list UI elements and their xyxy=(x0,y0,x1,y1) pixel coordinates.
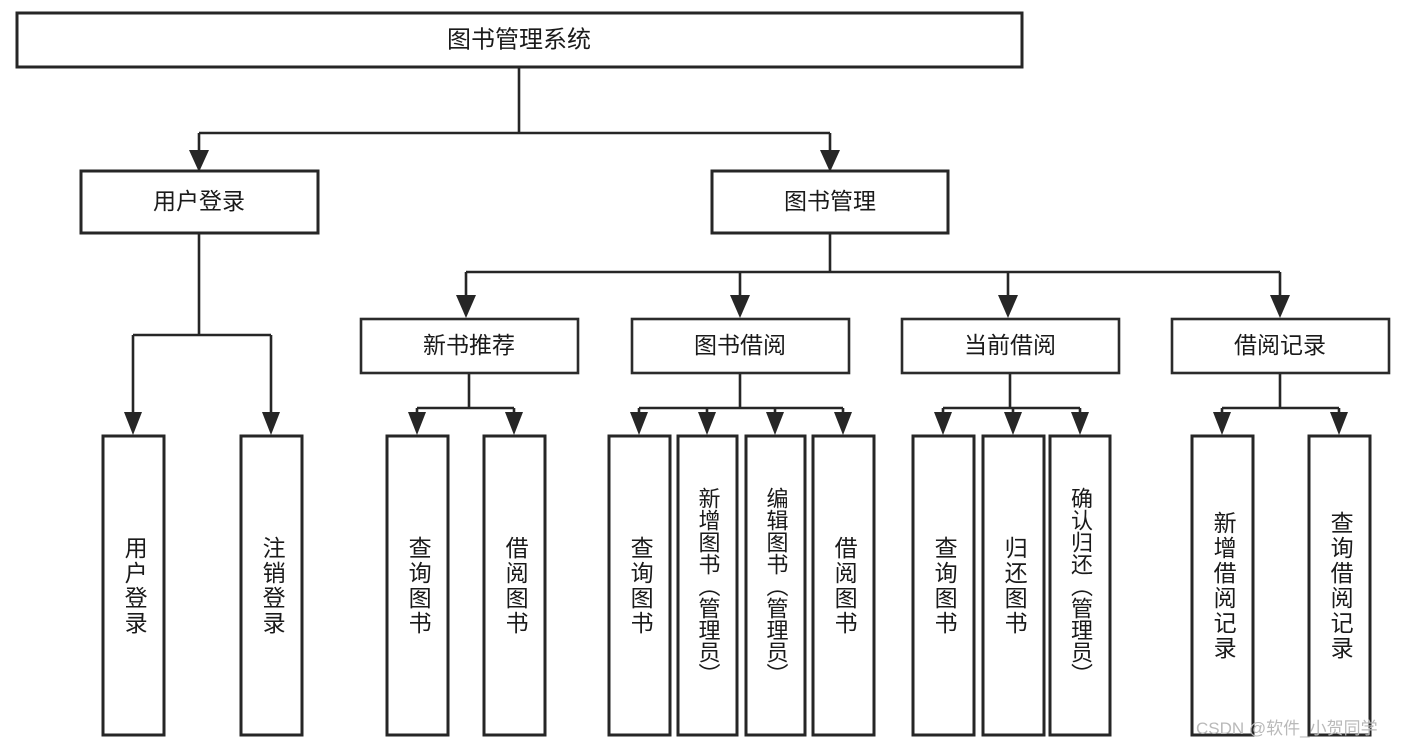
node-box-leaf-query-record[interactable] xyxy=(1307,434,1372,737)
arrowhead-new-book-rec xyxy=(456,295,476,318)
node-box-leaf-query-book-3[interactable] xyxy=(911,434,976,737)
node-label-current-borrow: 当前借阅 xyxy=(964,332,1056,358)
arrowhead-leaf-add-record xyxy=(1213,412,1231,435)
node-label-book-manage: 图书管理 xyxy=(784,188,876,214)
arrowhead-book-borrow xyxy=(730,295,750,318)
connector-group-bookmanage xyxy=(456,233,1290,318)
node-box-book-borrow[interactable] xyxy=(630,317,851,375)
arrowhead-leaf-edit-book-admin xyxy=(766,412,784,435)
connector-group-newbookrec xyxy=(408,373,523,435)
node-box-book-manage[interactable] xyxy=(710,169,950,235)
arrowhead-leaf-query-book-1 xyxy=(408,412,426,435)
arrowhead-leaf-add-book-admin xyxy=(698,412,716,435)
node-box-leaf-return-book[interactable] xyxy=(981,434,1046,737)
node-box-new-book-rec[interactable] xyxy=(359,317,580,375)
node-box-user-login[interactable] xyxy=(79,169,320,235)
node-box-leaf-query-book-2[interactable] xyxy=(607,434,672,737)
node-label-root: 图书管理系统 xyxy=(447,26,591,53)
node-box-leaf-logout[interactable] xyxy=(239,434,304,737)
node-label-book-borrow: 图书借阅 xyxy=(694,332,786,358)
arrowhead-leaf-borrow-book-1 xyxy=(505,412,523,435)
node-box-leaf-query-book-1[interactable] xyxy=(385,434,450,737)
arrowhead-leaf-borrow-book-2 xyxy=(834,412,852,435)
arrowhead-leaf-query-book-2 xyxy=(630,412,648,435)
connector-group-root xyxy=(189,67,840,172)
arrowhead-leaf-logout xyxy=(262,412,280,435)
node-box-borrow-record[interactable] xyxy=(1170,317,1391,375)
connector-group-userlogin xyxy=(124,233,280,435)
node-label-user-login: 用户登录 xyxy=(153,188,245,214)
node-box-leaf-confirm-return-admin[interactable] xyxy=(1048,434,1112,737)
node-box-leaf-edit-book-admin[interactable] xyxy=(744,434,807,737)
arrowhead-borrow-record xyxy=(1270,295,1290,318)
arrowhead-leaf-user-login xyxy=(124,412,142,435)
arrowhead-root-to-bookmanage xyxy=(820,150,840,172)
connector-group-bookborrow xyxy=(630,373,852,435)
arrowhead-root-to-userlogin xyxy=(189,150,209,172)
node-box-current-borrow[interactable] xyxy=(900,317,1121,375)
node-box-leaf-borrow-book-2[interactable] xyxy=(811,434,876,737)
csdn-watermark: CSDN @软件_小贺同学 xyxy=(1196,719,1378,738)
arrowhead-leaf-return-book xyxy=(1004,412,1022,435)
node-label-new-book-rec: 新书推荐 xyxy=(423,332,515,358)
node-box-leaf-add-book-admin[interactable] xyxy=(676,434,739,737)
arrowhead-current-borrow xyxy=(998,295,1018,318)
arrowhead-leaf-confirm-return xyxy=(1071,412,1089,435)
node-box-root[interactable] xyxy=(15,11,1024,69)
connector-group-borrowrecord xyxy=(1213,373,1348,435)
connector-group-currentborrow xyxy=(934,373,1089,435)
arrowhead-leaf-query-record xyxy=(1330,412,1348,435)
node-box-leaf-user-login[interactable] xyxy=(101,434,166,737)
node-box-leaf-add-record[interactable] xyxy=(1190,434,1255,737)
node-box-leaf-borrow-book-1[interactable] xyxy=(482,434,547,737)
arrowhead-leaf-query-book-3 xyxy=(934,412,952,435)
node-label-borrow-record: 借阅记录 xyxy=(1234,332,1326,358)
